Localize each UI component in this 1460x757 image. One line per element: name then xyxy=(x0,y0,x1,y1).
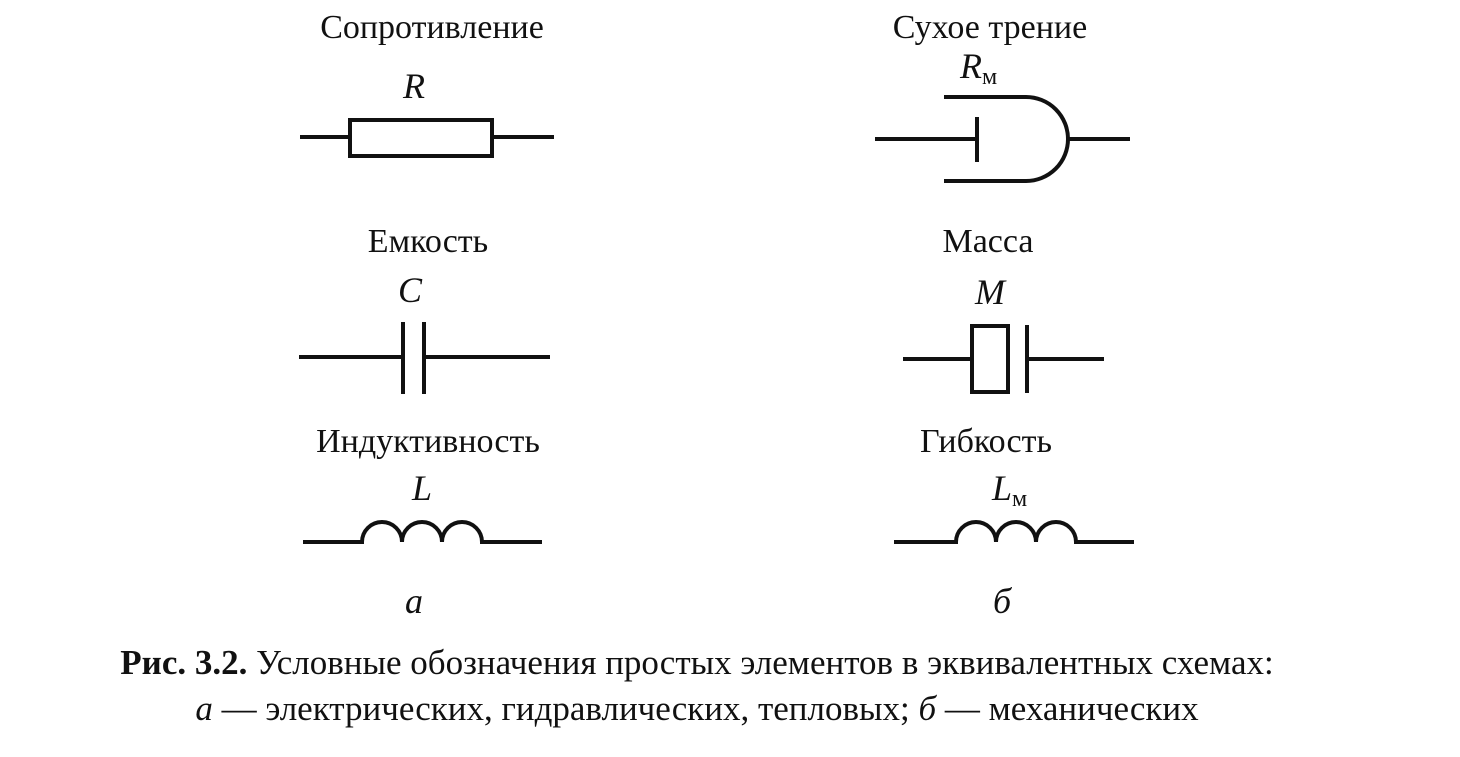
caption-b-text: — механических xyxy=(936,689,1199,728)
caption-prefix: Рис. 3.2. xyxy=(120,643,248,682)
caption-b-label: б xyxy=(918,689,937,728)
inductor-coil xyxy=(303,520,542,544)
resistance-element: Сопротивление R xyxy=(300,9,554,158)
caption-line-1: Рис. 3.2. Условные обозначения простых э… xyxy=(0,640,1394,686)
compliance-symbol-main: L xyxy=(991,468,1012,508)
inductance-symbol: L xyxy=(411,468,432,508)
friction-symbol-main: R xyxy=(959,46,982,86)
mass-block xyxy=(970,324,1010,394)
capacitance-symbol: C xyxy=(398,270,423,310)
mass-symbol: M xyxy=(974,272,1007,312)
compliance-title: Гибкость xyxy=(920,423,1052,460)
caption-line-2: а — электрических, гидравлических, тепло… xyxy=(0,686,1394,732)
resistance-symbol: R xyxy=(402,66,425,106)
resistance-title: Сопротивление xyxy=(320,9,544,46)
mass-element: Масса M xyxy=(903,223,1104,394)
capacitance-element: Емкость C xyxy=(299,223,550,394)
capacitance-title: Емкость xyxy=(368,223,488,260)
compliance-coil xyxy=(894,520,1134,544)
caption-a-text: — электрических, гидравлических, тепловы… xyxy=(212,689,919,728)
friction-cup xyxy=(944,95,1070,183)
figure-caption: Рис. 3.2. Условные обозначения простых э… xyxy=(0,640,1394,732)
compliance-symbol-subscript: м xyxy=(1012,486,1027,512)
mass-title: Масса xyxy=(942,223,1033,260)
panel-label-a: а xyxy=(405,581,423,621)
compliance-symbol: Lм xyxy=(991,468,1027,512)
friction-symbol-subscript: м xyxy=(982,64,997,90)
friction-title: Сухое трение xyxy=(893,9,1087,46)
resistor-body xyxy=(348,118,494,158)
caption-a-label: а xyxy=(195,689,213,728)
inductance-element: Индуктивность L xyxy=(303,423,542,544)
inductance-title: Индуктивность xyxy=(316,423,540,460)
compliance-element: Гибкость Lм xyxy=(894,423,1134,544)
caption-line1-text: Условные обозначения простых элементов в… xyxy=(247,643,1274,682)
panel-label-b: б xyxy=(993,581,1013,621)
friction-element: Сухое трение Rм xyxy=(875,9,1130,183)
friction-symbol: Rм xyxy=(959,46,997,90)
